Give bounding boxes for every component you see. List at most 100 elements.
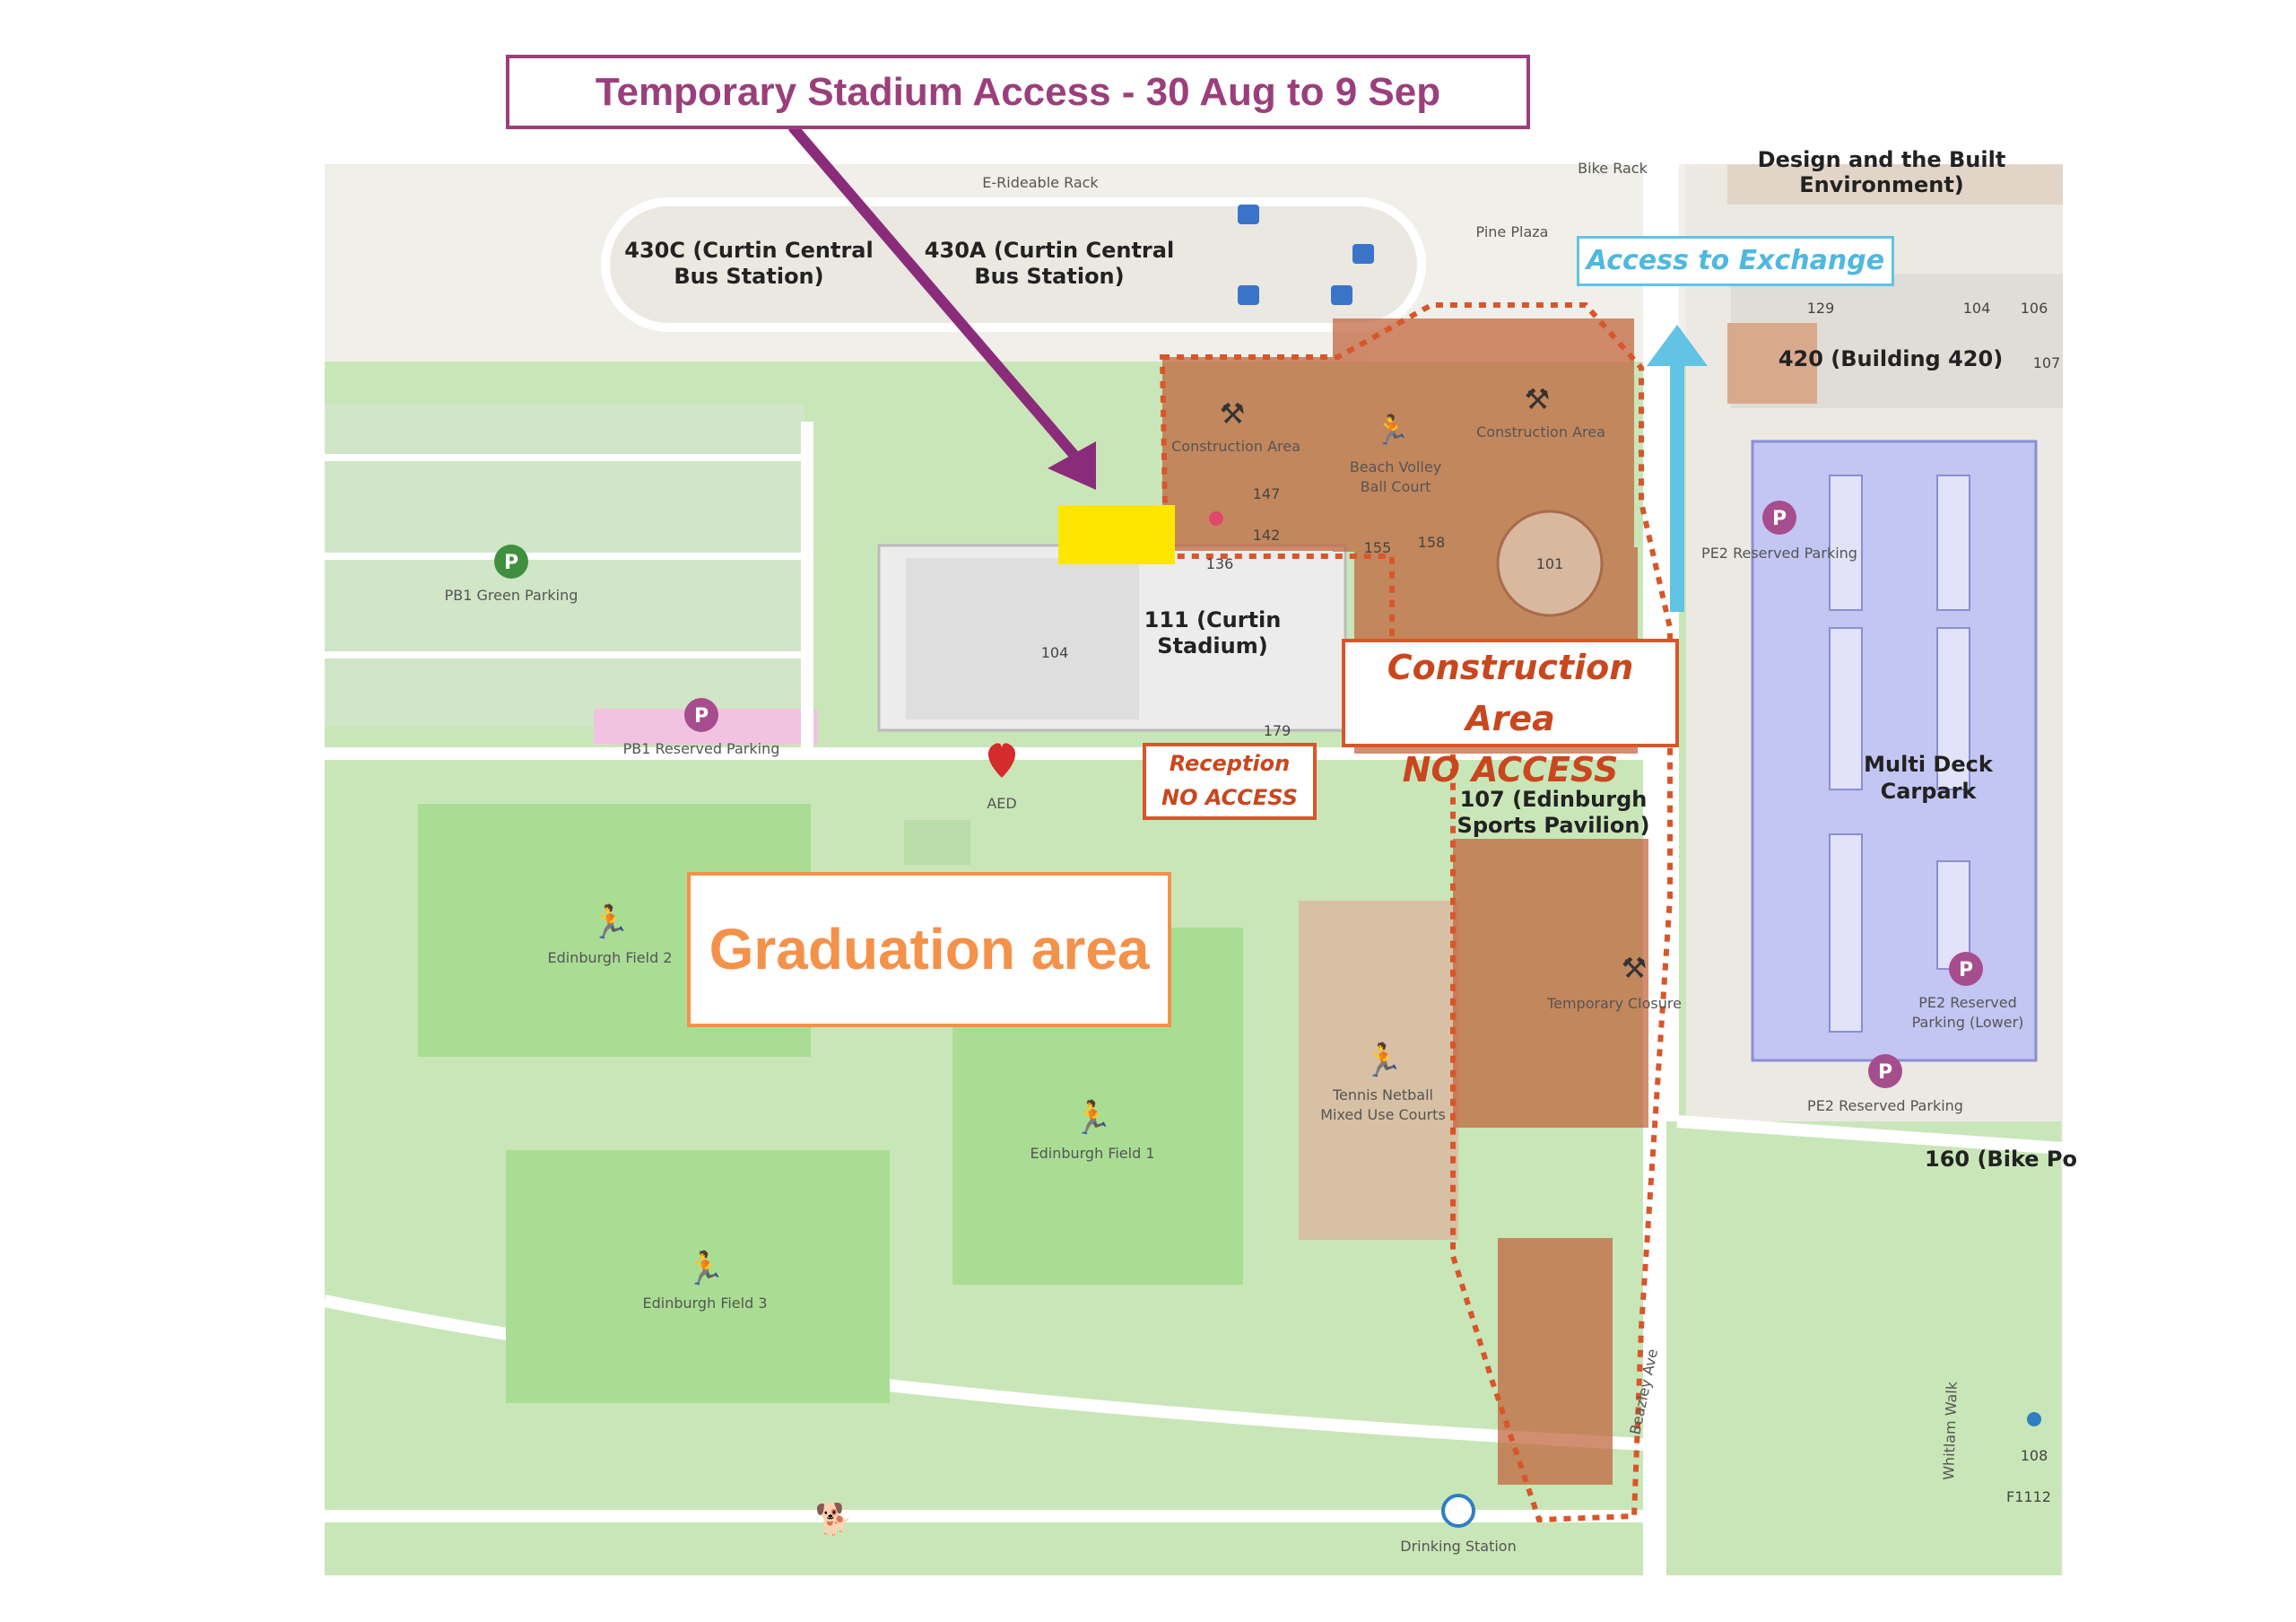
design-building-label: Environment) [1799,172,1964,197]
bus-station-loop [601,197,1426,332]
svg-text:🏃: 🏃 [1073,1099,1113,1137]
building-420-wing [1727,323,1817,404]
room-number: 129 [1807,300,1835,317]
room-number: 142 [1253,527,1281,544]
parking-bays [325,454,807,658]
bus-430a-label: 430A (Curtin Central [925,238,1174,263]
building-101 [1496,510,1604,617]
pe2-reserved-lower-label: Parking (Lower) [1912,1014,2024,1031]
room-number: 107 [2033,354,2061,371]
sports-runner-icon: 🏃 [1363,1042,1404,1079]
room-number: 136 [1206,555,1234,572]
beach-volley-label: Ball Court [1361,478,1431,495]
pine-plaza-label: Pine Plaza [1476,223,1549,240]
pe2-reserved-parking-label: PE2 Reserved Parking [1807,1097,1963,1114]
edinburgh-field-1-label: Edinburgh Field 1 [1030,1145,1154,1162]
sports-runner-icon: 🏃 [1073,1099,1113,1137]
room-number: 158 [1418,534,1446,551]
graduation-area-label: Graduation area [687,872,1171,1027]
parking-icon: P [1868,1054,1902,1088]
bus-430a-label: Bus Station) [974,264,1124,289]
multi-deck-carpark-label: Multi Deck [1864,752,1994,777]
bike-rack-label: Bike Rack [1578,160,1648,177]
small-field-patch [904,820,970,865]
construction-area-notice: Construction Area NO ACCESS [1342,639,1679,789]
reception-notice: Reception NO ACCESS [1143,743,1317,820]
construction-notice-title: Construction Area [1387,648,1634,738]
beach-volley-label: Beach Volley [1350,458,1441,475]
pb1-green-parking-label: PB1 Green Parking [445,587,578,604]
tennis-courts-label: Tennis Netball [1332,1086,1433,1103]
room-number: F1112 [2006,1488,2051,1505]
access-exchange-arrow [1647,325,1708,612]
svg-text:🏃: 🏃 [1374,413,1410,447]
footpaths [323,422,2064,1522]
drinking-water-icon [1441,1494,1475,1528]
bus-430c-label: 430C (Curtin Central [624,238,873,263]
tennis-courts-label: Mixed Use Courts [1320,1106,1446,1123]
svg-text:🏃: 🏃 [590,903,631,941]
bus-icon [1238,205,1374,305]
sports-runner-icon: 🏃 [590,903,631,941]
temporary-access-marker [1058,505,1175,564]
construction-worker-icon: ⚒ ⚒ 🏃 ⚒ [1220,382,1648,985]
carpark-ramps [1829,475,1970,1033]
svg-text:P: P [1878,1061,1892,1084]
temporary-access-arrow [788,123,1096,490]
parking-icon: P [684,698,718,732]
design-built-environment-building [1727,164,2063,205]
temporary-stadium-access-title: Temporary Stadium Access - 30 Aug to 9 S… [506,55,1530,129]
parking-icon: P [1949,952,1983,986]
edinburgh-pavilion-label: Sports Pavilion) [1457,813,1650,838]
room-number: 106 [2021,300,2048,317]
svg-text:🐕: 🐕 [815,1502,853,1538]
construction-area-label: Construction Area [1476,423,1605,440]
dog-icon: 🐕 [815,1502,853,1538]
room-number: 101 [1536,555,1564,572]
svg-text:🏃: 🏃 [685,1250,726,1287]
svg-text:P: P [1772,508,1787,530]
whitlam-walk-label: Whitlam Walk [1940,1381,1961,1480]
stadium-inner [906,558,1139,719]
pb1-reserved-parking-label: PB1 Reserved Parking [623,740,780,757]
room-number: 179 [1264,722,1292,739]
curtin-stadium-label: 111 (Curtin [1144,607,1282,632]
svg-text:🏃: 🏃 [1363,1042,1404,1079]
edinburgh-field-3-label: Edinburgh Field 3 [642,1295,767,1312]
toilet-icon [1209,511,2041,1426]
drinking-station-label: Drinking Station [1400,1538,1516,1555]
pb1-green-parking-area [325,404,804,727]
parking-icon: P [1762,501,1796,535]
room-number: 104 [1963,300,1991,317]
svg-text:⚒: ⚒ [1622,951,1648,985]
svg-text:P: P [504,552,518,574]
pe2-reserved-lower-label: PE2 Reserved [1918,994,2017,1011]
parking-icon: P [494,545,528,579]
design-building-label: Design and the Built [1758,147,2006,172]
svg-text:⚒: ⚒ [1220,397,1246,431]
curtin-stadium-label: Stadium) [1157,633,1267,658]
reception-notice-status: NO ACCESS [1161,785,1298,810]
e-rideable-rack-label: E-Rideable Rack [982,174,1099,191]
edinburgh-pavilion-label: 107 (Edinburgh [1460,787,1648,812]
aed-icon [987,743,1016,778]
sports-runner-icon: 🏃 [685,1250,726,1287]
multi-deck-carpark-label: Carpark [1881,779,1978,804]
svg-text:P: P [694,705,709,728]
construction-area-label: Construction Area [1171,438,1300,455]
reception-notice-title: Reception [1169,751,1291,776]
edinburgh-field-3 [506,1150,890,1403]
svg-text:⚒: ⚒ [1525,382,1551,416]
pe2-reserved-parking-label: PE2 Reserved Parking [1701,545,1857,562]
room-number: 147 [1253,485,1281,502]
tennis-netball-courts [1299,901,1458,1240]
multi-deck-carpark [1751,440,2038,1062]
east-lawn [1666,1121,2061,1575]
bus-430c-label: Bus Station) [674,264,823,289]
room-number: 104 [1041,644,1069,661]
bike-pod-label: 160 (Bike Po [1925,1147,2077,1172]
construction-notice-status: NO ACCESS [1402,750,1619,789]
edinburgh-field-2-label: Edinburgh Field 2 [547,949,672,966]
access-to-exchange-label: Access to Exchange [1577,236,1894,286]
